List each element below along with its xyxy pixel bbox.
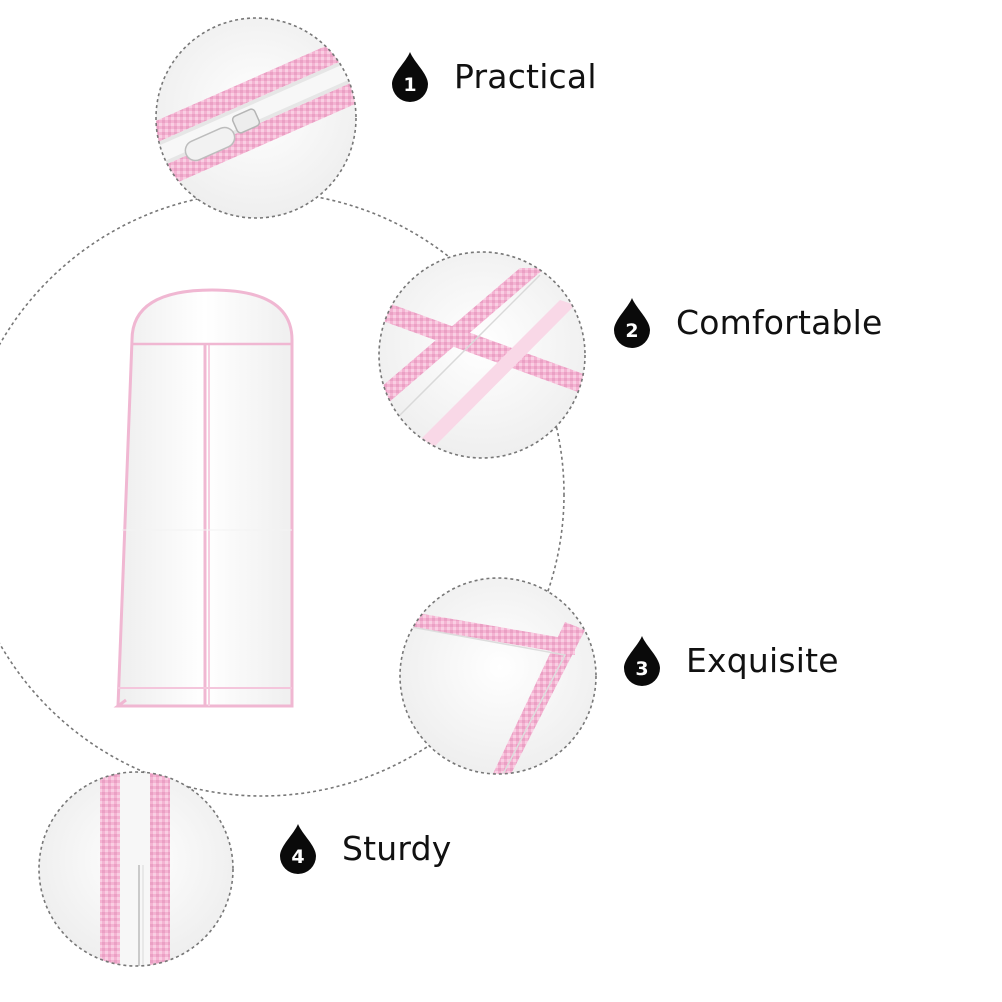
feature-label: Comfortable: [676, 302, 883, 342]
feature-number: 1: [403, 74, 417, 96]
water-drop-icon: 1: [390, 50, 430, 102]
detail-cross-trim: [378, 251, 586, 459]
feature-number: 4: [291, 846, 305, 868]
detail-corner-seam: [399, 577, 597, 775]
feature-label: Practical: [454, 56, 597, 96]
water-drop-icon: 3: [622, 634, 662, 686]
water-drop-icon: 2: [612, 296, 652, 348]
feature-item-exquisite: 3 Exquisite: [622, 620, 839, 700]
feature-item-practical: 1 Practical: [390, 36, 597, 116]
feature-number: 3: [635, 658, 649, 680]
feature-number: 2: [625, 320, 639, 342]
feature-item-sturdy: 4 Sturdy: [278, 808, 451, 888]
feature-label: Sturdy: [342, 828, 452, 868]
feature-label: Exquisite: [686, 640, 839, 680]
detail-zipper: [155, 17, 357, 219]
water-drop-icon: 4: [278, 822, 318, 874]
detail-vertical-binding: [38, 771, 234, 967]
garment-bag: [113, 288, 294, 708]
feature-item-comfortable: 2 Comfortable: [612, 282, 883, 362]
